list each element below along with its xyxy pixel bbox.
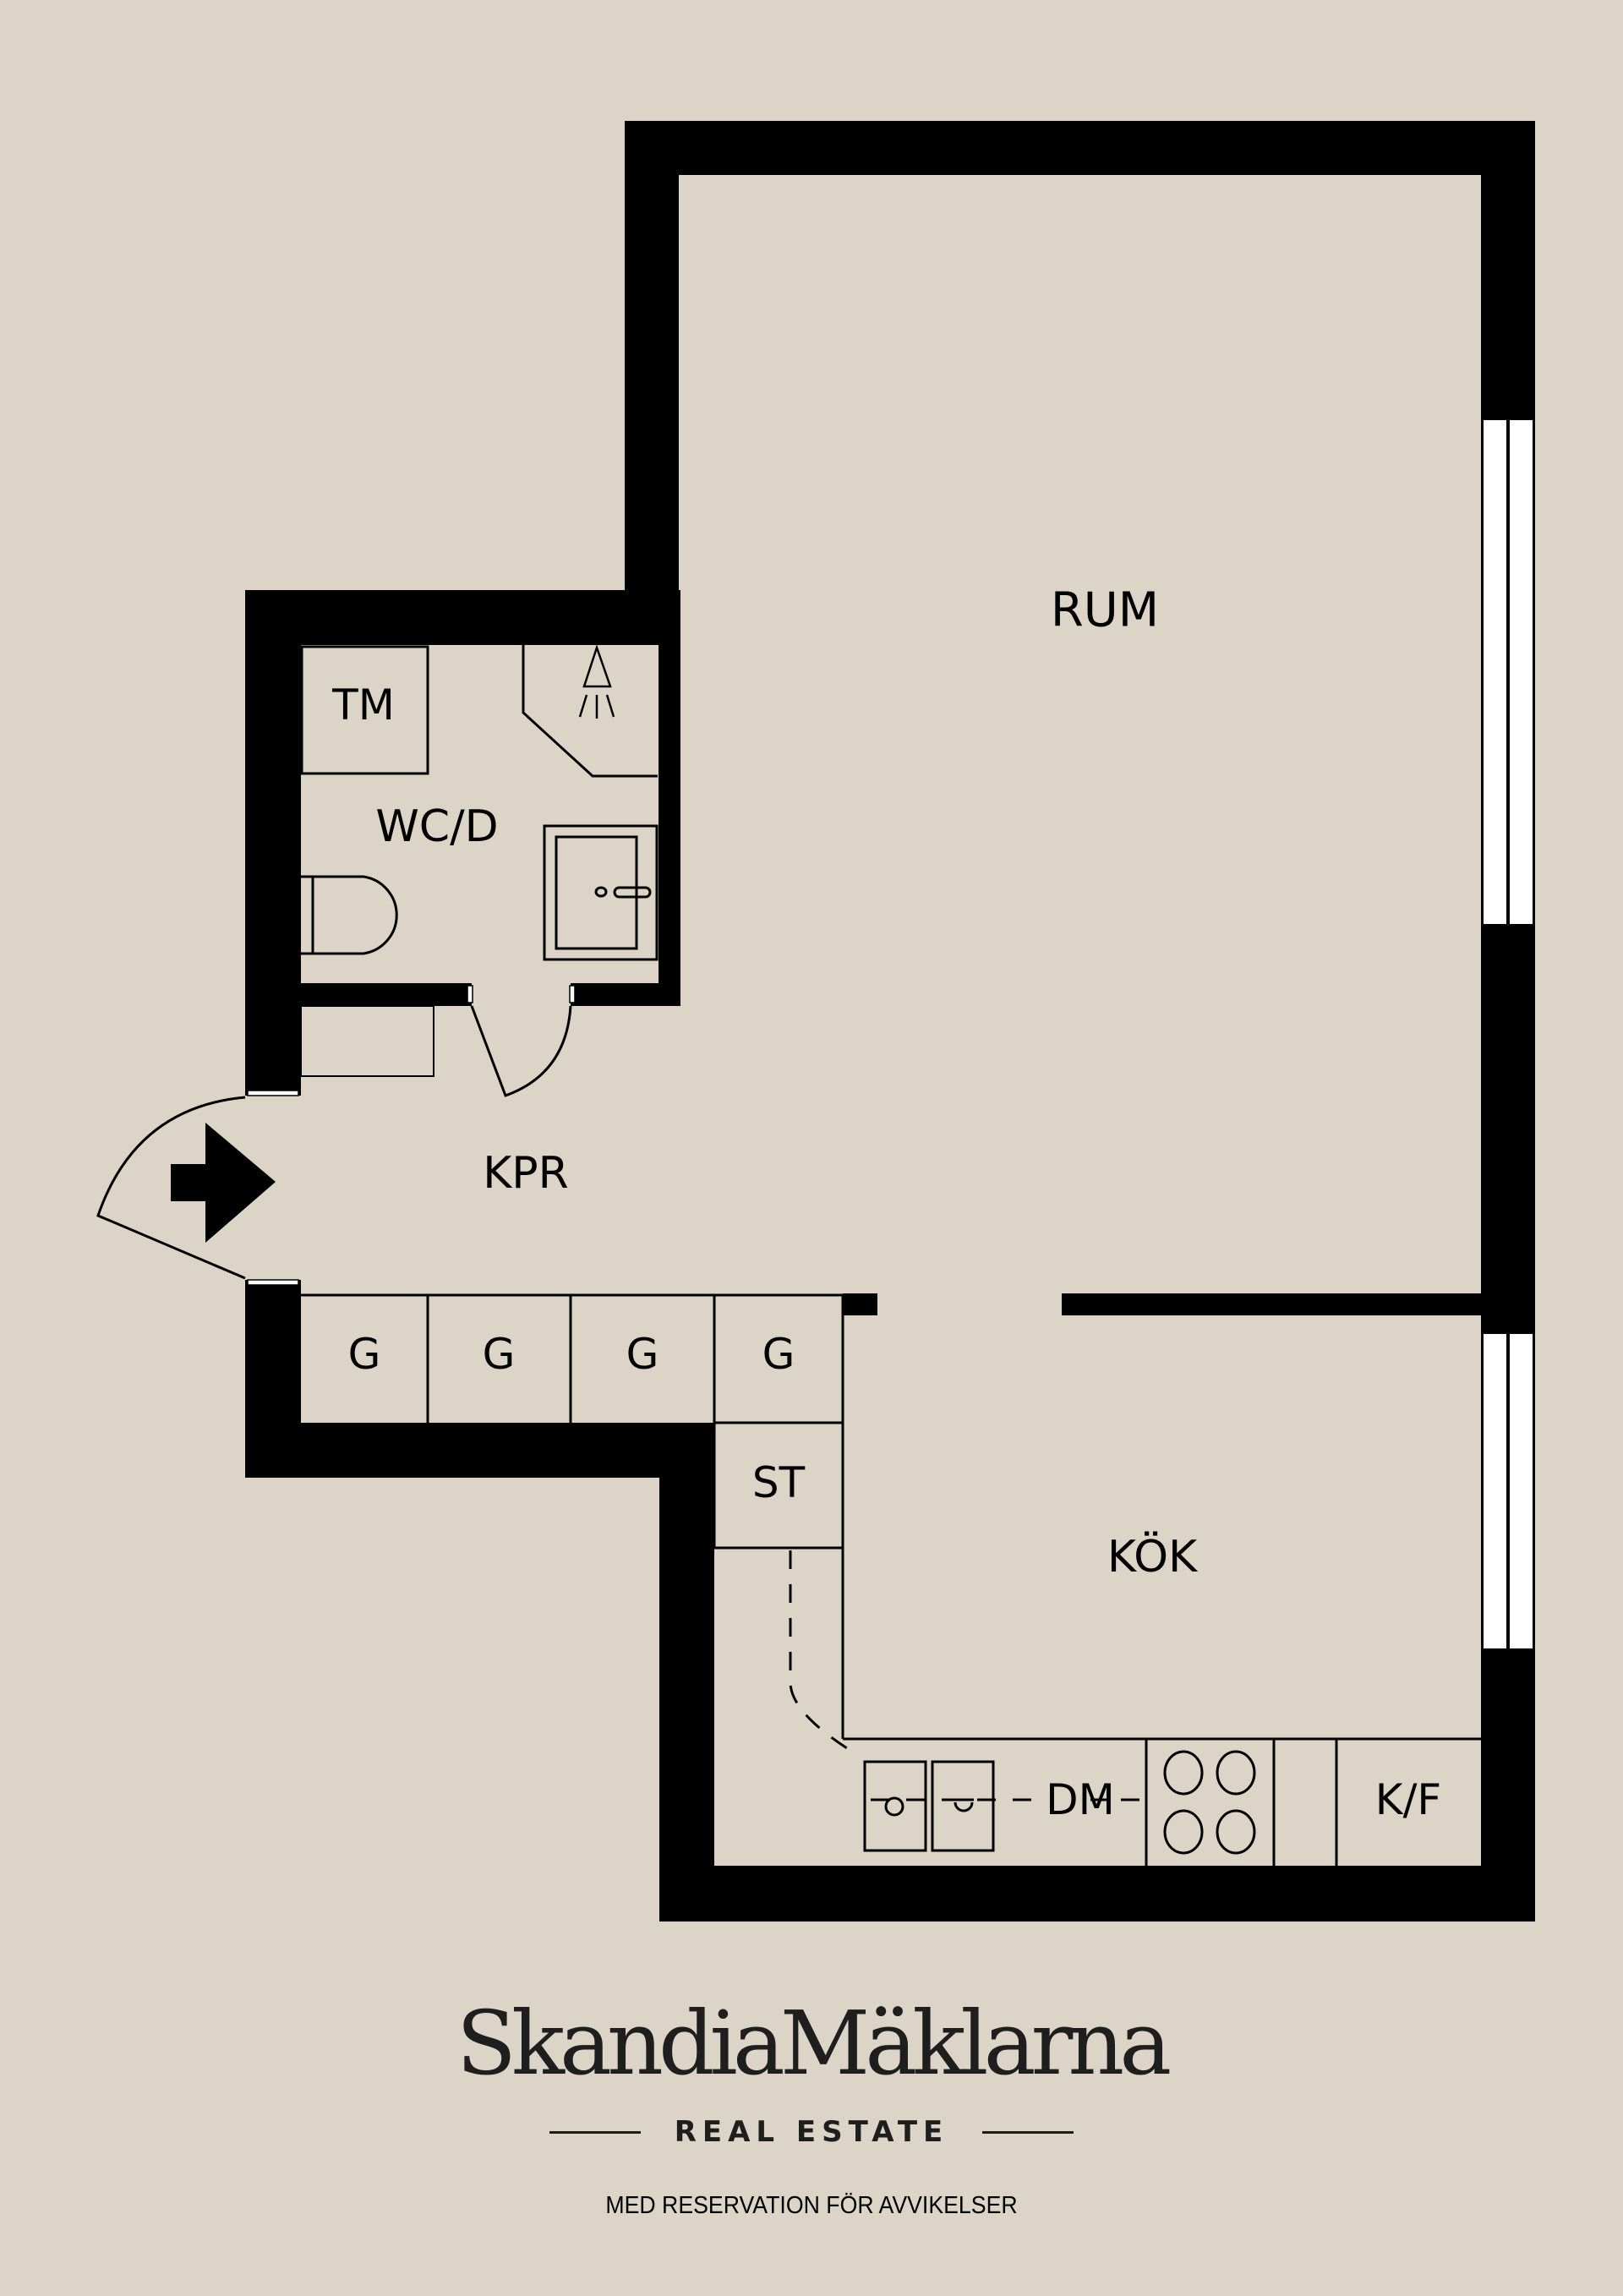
windows: [247, 418, 1534, 1650]
brand-tagline-row: REAL ESTATE: [0, 2115, 1623, 2149]
room-label-kok: KÖK: [1107, 1531, 1199, 1583]
window-kitchen: [1482, 1332, 1534, 1650]
brand-tagline: REAL ESTATE: [674, 2115, 949, 2149]
floor-plan: RUM WC/D KPR KÖK TM G G G G ST DM K/F: [96, 121, 1535, 1922]
brand-logo: SkandiaMäklarna: [456, 1992, 1172, 2095]
divider-left: [549, 2130, 641, 2134]
fixture-label-tm: TM: [331, 681, 395, 730]
room-label-wcd: WC/D: [375, 801, 498, 852]
stove-icon: [1145, 1739, 1276, 1866]
window-living-room: [1482, 418, 1534, 926]
storage-box: [713, 1421, 844, 1550]
disclaimer-text: MED RESERVATION FÖR AVVIKELSER: [605, 2192, 1018, 2219]
fixture-label-g2: G: [483, 1330, 516, 1379]
shower-tray: [522, 645, 658, 778]
room-label-kpr: KPR: [483, 1148, 569, 1199]
washbasin-icon: [543, 824, 658, 961]
room-labels: RUM WC/D KPR KÖK TM G G G G ST DM K/F: [331, 583, 1441, 1825]
walls: [245, 121, 1535, 1922]
entrance-arrow-icon: [171, 1123, 276, 1243]
hall-shelf: [300, 1005, 434, 1077]
fixture-label-st: ST: [752, 1458, 806, 1507]
divider-right: [982, 2130, 1074, 2134]
sink-icon: [863, 1760, 995, 1852]
fixture-label-dm: DM: [1046, 1775, 1115, 1824]
bathroom-door: [470, 1005, 572, 1097]
washing-machine-box: [300, 645, 429, 775]
room-label-rum: RUM: [1051, 583, 1159, 638]
toilet-icon: [301, 875, 398, 955]
fixtures: [300, 644, 1481, 1866]
entrance-door: [96, 1096, 246, 1280]
shower-icon: [578, 644, 615, 719]
fixture-label-g4: G: [762, 1330, 795, 1379]
fixture-label-kf: K/F: [1375, 1775, 1441, 1824]
fixture-label-g3: G: [626, 1330, 659, 1379]
fixture-label-g1: G: [348, 1330, 381, 1379]
